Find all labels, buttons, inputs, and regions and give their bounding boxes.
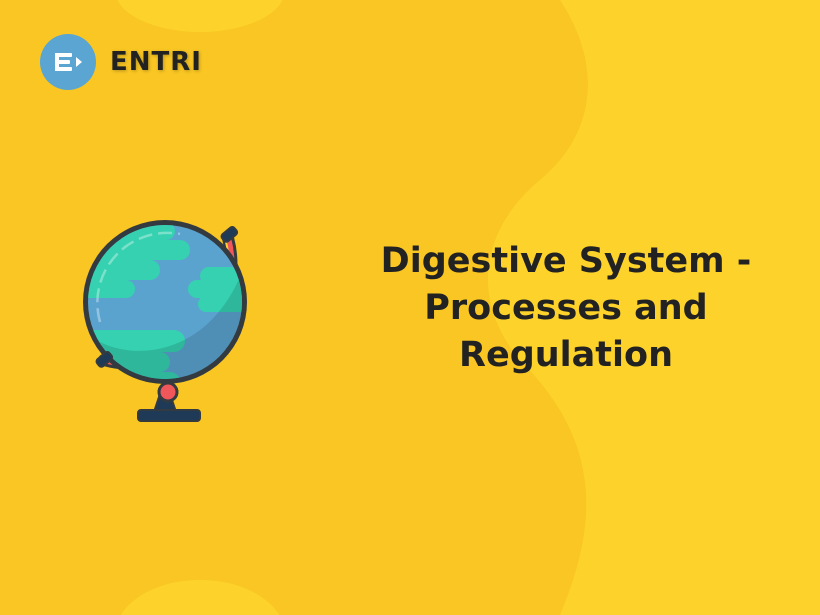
title-line-2: Processes and — [424, 288, 708, 328]
brand-logo[interactable]: ENTRI — [40, 34, 202, 90]
brand-name: ENTRI — [110, 47, 202, 77]
globe-icon — [83, 220, 247, 422]
page-title: Digestive System - Processes and Regulat… — [360, 238, 772, 379]
entri-logo-icon — [40, 34, 96, 90]
title-line-1: Digestive System - — [380, 241, 752, 281]
title-line-3: Regulation — [459, 335, 673, 375]
